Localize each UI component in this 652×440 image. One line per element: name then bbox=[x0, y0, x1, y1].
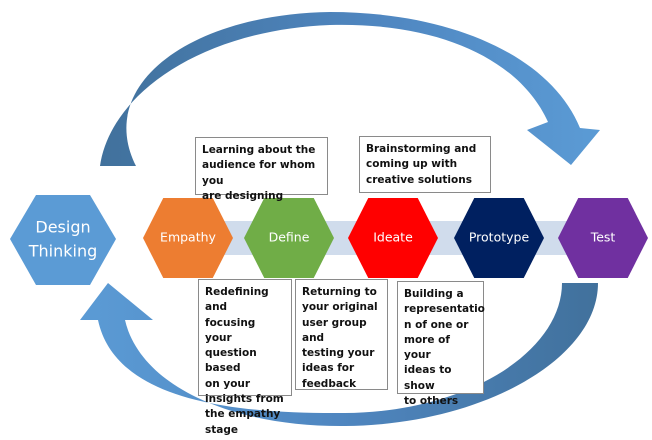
stage-hexagon-ideate bbox=[348, 198, 438, 278]
stage-connector bbox=[422, 221, 470, 255]
design-thinking-hexagon bbox=[10, 195, 116, 285]
stage-hexagon-test bbox=[558, 198, 648, 278]
design-thinking-label-line1: Design bbox=[35, 218, 90, 237]
stage-label-ideate: Ideate bbox=[373, 230, 413, 245]
note-empathy: Learning about the audience for whom you… bbox=[195, 137, 328, 202]
stage-empathy: Empathy bbox=[143, 198, 233, 278]
stage-label-test: Test bbox=[590, 230, 616, 245]
stage-label-empathy: Empathy bbox=[160, 230, 216, 245]
note-test: Returning to your original user group an… bbox=[295, 279, 388, 390]
stage-label-define: Define bbox=[269, 230, 310, 245]
stage-test: Test bbox=[558, 198, 648, 278]
stage-prototype: Prototype bbox=[454, 198, 544, 278]
note-prototype: Building a representatio n of one or mor… bbox=[397, 281, 485, 407]
stage-label-prototype: Prototype bbox=[469, 230, 530, 245]
note-ideate: Brainstorming and coming up with creativ… bbox=[359, 136, 491, 193]
stage-hexagon-empathy bbox=[143, 198, 233, 278]
design-thinking-label-line2: Thinking bbox=[28, 242, 98, 261]
stage-hexagon-define bbox=[244, 198, 334, 278]
cycle-arrow-top bbox=[100, 12, 600, 166]
design-thinking-node: Design Thinking bbox=[10, 195, 116, 285]
stage-hexagon-prototype bbox=[454, 198, 544, 278]
stage-define: Define bbox=[244, 198, 334, 278]
stage-ideate: Ideate bbox=[348, 198, 438, 278]
note-define: Redefining and focusing your question ba… bbox=[198, 279, 292, 436]
